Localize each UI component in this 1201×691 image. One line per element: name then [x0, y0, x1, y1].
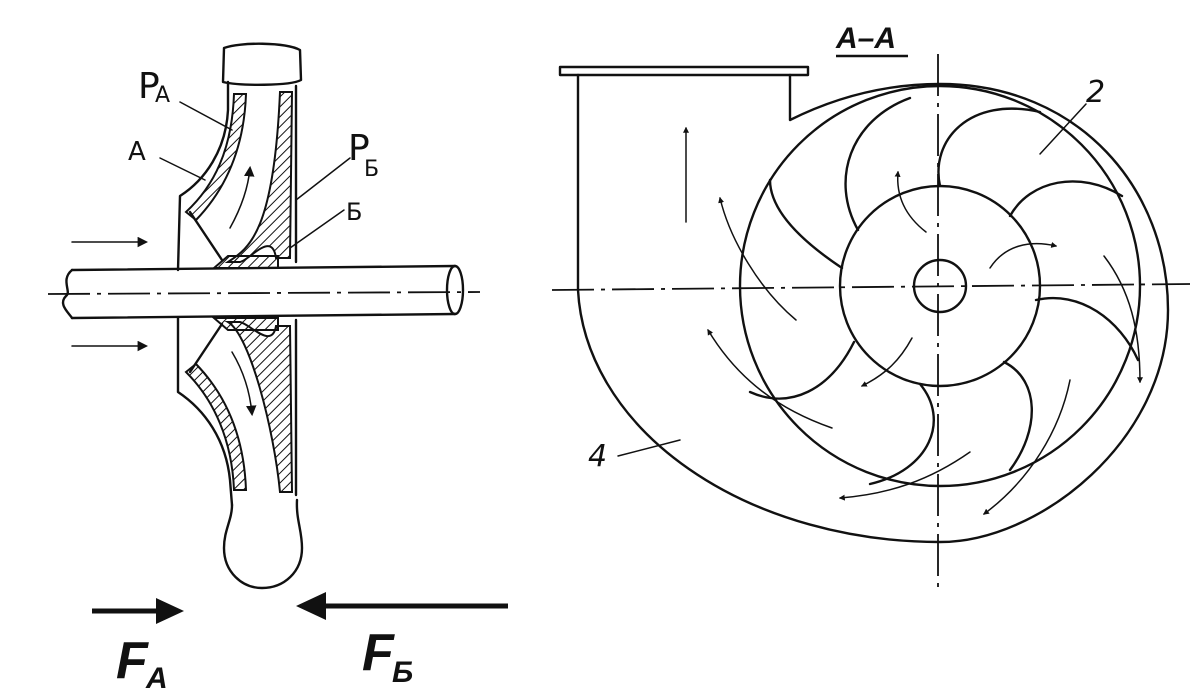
- label-2: 2: [1086, 75, 1105, 110]
- leader-2: [1039, 103, 1087, 155]
- flow-arrows: [683, 126, 1143, 515]
- label-b: Б: [346, 198, 362, 226]
- label-4: 4: [588, 439, 607, 474]
- blade-4: [1034, 296, 1140, 362]
- blade-1: [844, 96, 912, 232]
- flow-arrow-4: [1103, 255, 1143, 384]
- flow-arrow-3: [718, 196, 797, 321]
- section-label: А–А: [835, 22, 896, 55]
- blade-3: [1008, 180, 1124, 218]
- impeller-bottom-bulb: [222, 498, 304, 590]
- volute-outer-wall: [576, 73, 1170, 544]
- hub-lower: [211, 317, 279, 331]
- label-pa: P: [138, 66, 160, 107]
- blade-6: [868, 382, 935, 486]
- flow-arrow-lower: [231, 351, 257, 417]
- impeller-outer-circle: [738, 84, 1142, 488]
- force-arrows: [92, 592, 508, 624]
- flow-arrow-8: [838, 451, 971, 501]
- leader-pa: [179, 101, 233, 131]
- leader-4: [617, 439, 681, 457]
- impeller-top-rim: [221, 42, 303, 86]
- label-pb: P: [348, 128, 370, 169]
- shaft-break-left: [61, 268, 74, 320]
- leader-a: [159, 157, 206, 181]
- volute-casing: [551, 54, 1191, 588]
- outlet-flange: [558, 65, 810, 77]
- blade-2: [937, 107, 1042, 188]
- flow-arrow-6: [707, 328, 833, 429]
- label-pa-sub: А: [155, 83, 170, 108]
- shaft-end-right: [445, 264, 465, 316]
- lower-front-shroud: [184, 362, 248, 491]
- leader-b: [289, 209, 345, 249]
- label-fa: F: [116, 632, 149, 690]
- label-fb: F: [362, 624, 395, 682]
- label-a: А: [128, 137, 146, 167]
- label-fb-sub: Б: [392, 656, 413, 689]
- flow-arrow-7: [983, 379, 1071, 515]
- label-fa-sub: А: [145, 662, 168, 691]
- force-fa-head: [156, 598, 184, 624]
- blade-5: [1002, 360, 1033, 472]
- flow-arrow-5: [860, 337, 913, 387]
- impeller-cross-section: [47, 42, 481, 590]
- flow-arrow-1: [894, 170, 927, 233]
- shaft: [70, 264, 457, 320]
- flow-arrow-2: [989, 241, 1058, 269]
- casing-front-contour: [176, 80, 234, 507]
- impeller-blades: [748, 96, 1140, 486]
- shaft-axis: [47, 291, 481, 295]
- blade-8: [768, 178, 844, 270]
- label-pb-sub: Б: [364, 157, 379, 182]
- blade-7: [748, 340, 856, 400]
- inlet-edge-lower: [188, 322, 224, 374]
- force-fb-head: [296, 592, 326, 620]
- leader-pb: [295, 157, 351, 201]
- lower-back-disc: [224, 321, 294, 493]
- flow-arrow-upper: [229, 165, 255, 229]
- horizontal-axis: [551, 283, 1191, 291]
- inlet-edge-upper: [188, 210, 224, 262]
- hub-upper: [211, 255, 279, 269]
